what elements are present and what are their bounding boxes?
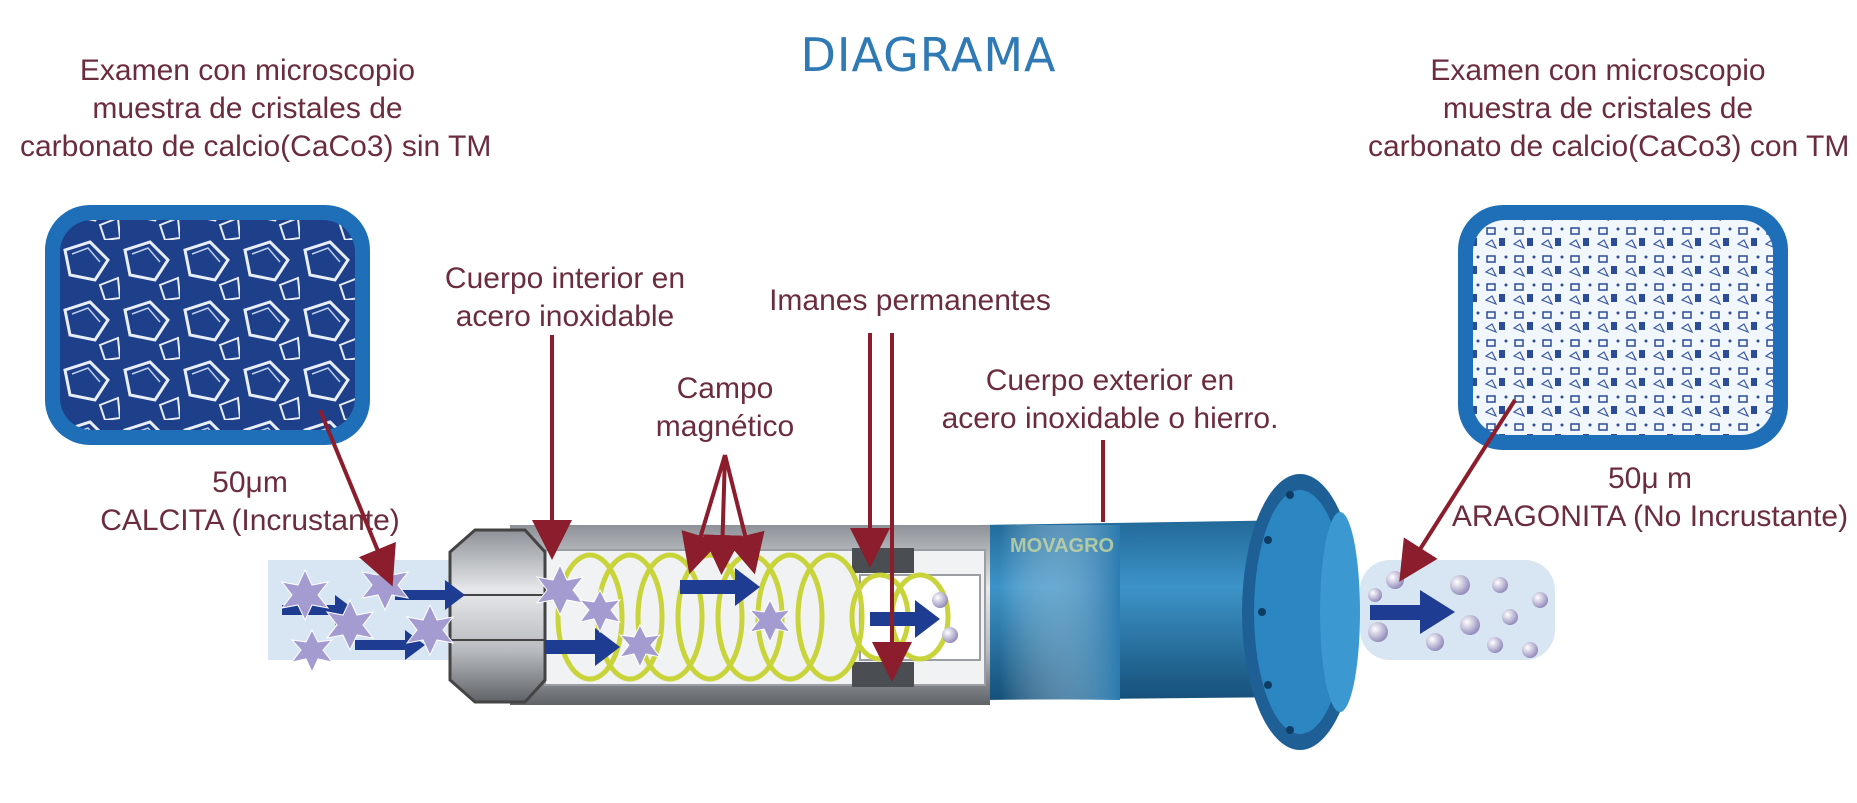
page-title: DIAGRAMA	[800, 28, 1057, 82]
outer-body-line-2: acero inoxidable o hierro.	[941, 402, 1279, 435]
field-pointer-1	[681, 454, 727, 575]
left-sample-caption: 50μm CALCITA (Incrustante)	[40, 464, 460, 540]
inner-body-label: Cuerpo interior en acero inoxidable	[440, 260, 690, 336]
field-line-2: magnético	[655, 410, 795, 443]
pipe-flange	[1242, 474, 1360, 750]
field-pointer-2	[702, 454, 743, 575]
left-heading-line-2: muestra de cristales de	[92, 92, 403, 125]
right-microscope-image	[1458, 205, 1788, 450]
left-heading-line-1: Examen con microscopio	[79, 54, 416, 87]
left-heading-line-3: carbonato de calcio(CaCo3) sin TM	[20, 130, 492, 163]
right-sample-heading: Examen con microscopio muestra de crista…	[1368, 52, 1850, 166]
field-label: Campo magnético	[640, 370, 810, 446]
left-sample-pointer	[318, 409, 396, 587]
outer-body-line-1: Cuerpo exterior en	[985, 364, 1235, 397]
right-sample-pointer	[1399, 398, 1517, 582]
right-heading-line-1: Examen con microscopio	[1430, 54, 1766, 87]
inner-body-line-1: Cuerpo interior en	[444, 262, 686, 295]
magnetic-field-coil	[555, 552, 951, 682]
right-crystal-name: ARAGONITA (No Incrustante)	[1451, 500, 1849, 533]
inner-body-line-2: acero inoxidable	[455, 300, 675, 333]
right-heading-line-3: carbonato de calcio(CaCo3) con TM	[1368, 130, 1850, 163]
pointer-lines	[318, 333, 1517, 682]
magnets-label: Imanes permanentes	[769, 284, 1051, 317]
left-scale-label: 50μm	[212, 466, 288, 499]
device-brand-text: MOVAGRO	[1010, 535, 1114, 557]
left-microscope-image	[45, 205, 370, 445]
right-scale-label: 50μ m	[1608, 462, 1692, 495]
field-line-1: Campo	[676, 372, 774, 405]
hex-nut-inlet	[448, 528, 547, 704]
left-sample-heading: Examen con microscopio muestra de crista…	[20, 52, 492, 166]
field-pointer-3	[723, 454, 765, 575]
right-sample-caption: 50μ m ARAGONITA (No Incrustante)	[1450, 460, 1850, 536]
right-heading-line-2: muestra de cristales de	[1442, 92, 1754, 125]
outer-body-label: Cuerpo exterior en acero inoxidable o hi…	[940, 362, 1280, 438]
left-crystal-name: CALCITA (Incrustante)	[100, 504, 400, 537]
